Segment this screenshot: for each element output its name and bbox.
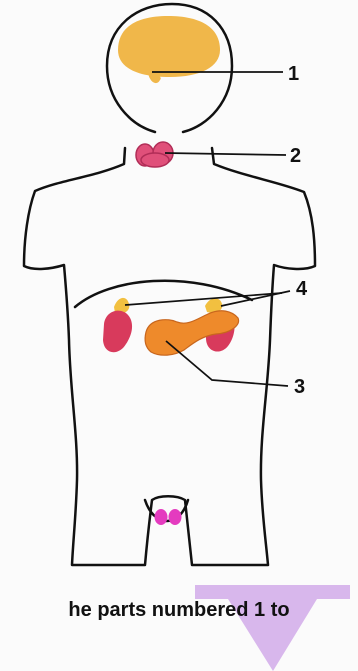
leader-line-2 [165, 153, 286, 155]
kidney-adrenal-left [103, 298, 132, 352]
brain-gland [118, 16, 220, 83]
label-3: 3 [294, 376, 305, 398]
leader-line-4a [125, 293, 282, 305]
testes [155, 509, 182, 525]
question-caption: he parts numbered 1 to [0, 593, 358, 627]
right-testis [169, 509, 182, 525]
left-kidney [103, 311, 132, 353]
label-1: 1 [288, 63, 299, 85]
leader-line-4b [221, 291, 290, 306]
label-2: 2 [290, 145, 301, 167]
torso-outline [24, 148, 315, 565]
thyroid-gland [136, 142, 173, 167]
brain-shape [118, 16, 220, 77]
thyroid-isthmus [141, 153, 169, 167]
abdomen-outline [75, 281, 252, 307]
body-outline [24, 4, 315, 565]
label-4: 4 [296, 278, 308, 300]
left-testis [155, 509, 168, 525]
